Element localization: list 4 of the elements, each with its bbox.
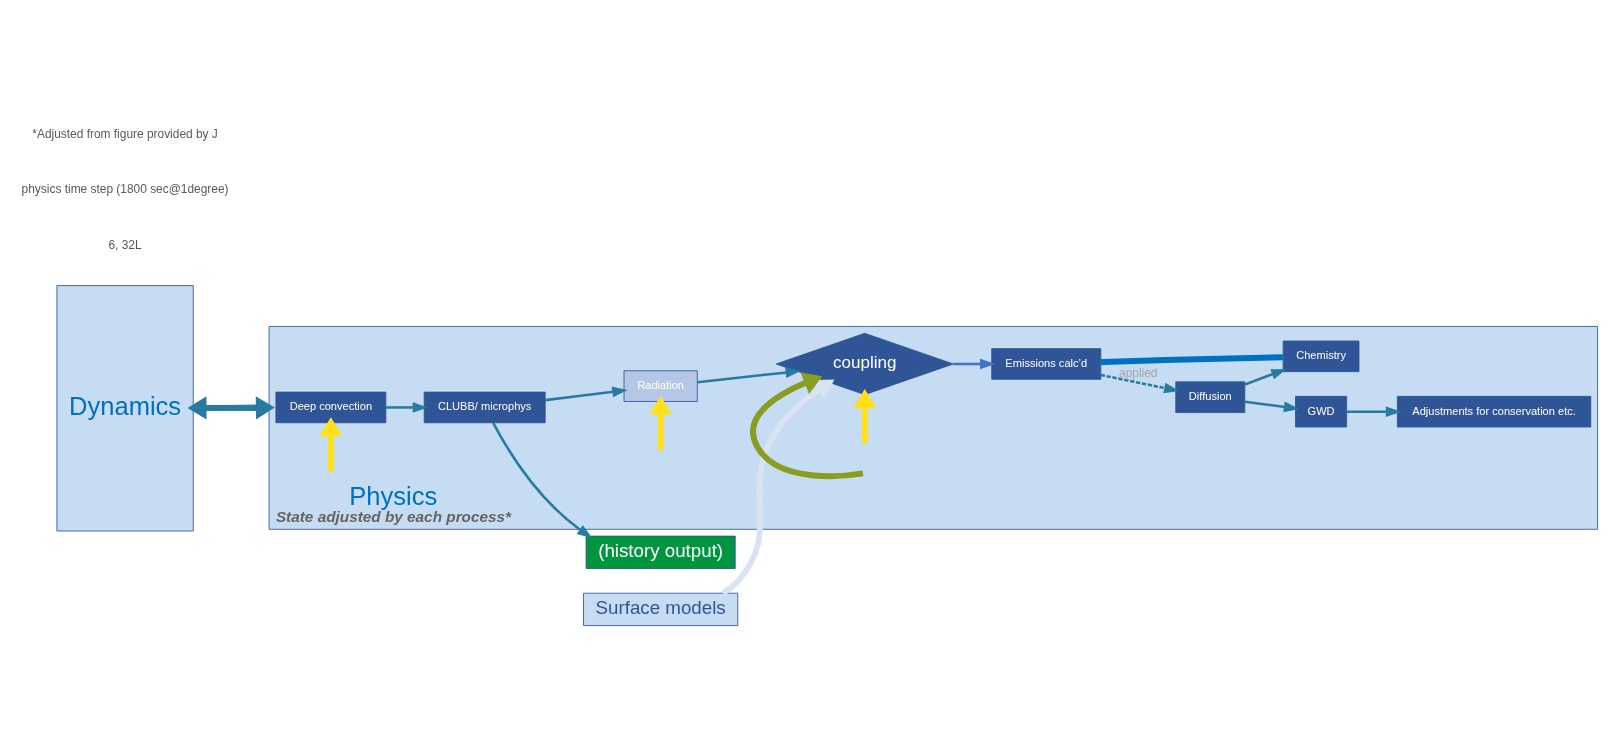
label: 6, 32L [108,237,142,252]
edge-label: applied [1119,365,1158,380]
label: physics time step (1800 sec@1degree) [21,182,229,197]
label: *Adjusted from figure provided by J [32,126,218,141]
